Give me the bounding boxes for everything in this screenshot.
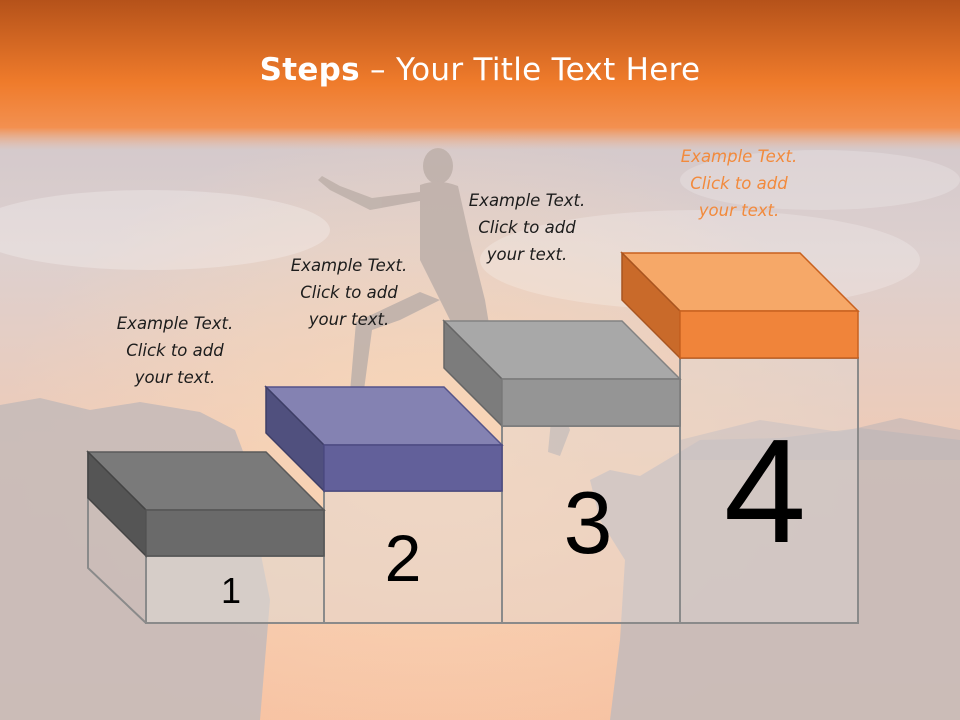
step-3-text-line: Example Text. — [468, 191, 586, 210]
step-3-text-line: Click to add — [478, 218, 576, 237]
step-1-block[interactable] — [86, 450, 326, 558]
step-2-text-line: your text. — [308, 310, 390, 329]
step-1-text[interactable]: Example Text. Click to add your text. — [90, 310, 260, 391]
step-2-text-line: Click to add — [300, 283, 398, 302]
title-bold: Steps — [259, 52, 360, 88]
step-1-box[interactable] — [145, 555, 325, 624]
step-4-number: 4 — [723, 409, 807, 574]
step-1-text-line: your text. — [134, 368, 216, 387]
step-4-text-line: your text. — [698, 201, 780, 220]
step-1-text-line: Click to add — [126, 341, 224, 360]
step-1-number: 1 — [220, 570, 242, 611]
step-2-text-line: Example Text. — [290, 256, 408, 275]
step-2-block[interactable] — [264, 385, 504, 493]
step-4-box[interactable] — [679, 357, 859, 624]
step-4-text[interactable]: Example Text. Click to add your text. — [654, 143, 824, 224]
page-title[interactable]: Steps – Your Title Text Here — [0, 52, 960, 88]
step-1-text-line: Example Text. — [116, 314, 234, 333]
step-3-box[interactable] — [501, 425, 681, 624]
title-rest: – Your Title Text Here — [359, 52, 701, 88]
step-3-text-line: your text. — [486, 245, 568, 264]
step-4-text-line: Click to add — [690, 174, 788, 193]
step-3-number: 3 — [563, 473, 613, 572]
step-3-block[interactable] — [442, 319, 682, 428]
step-3-text[interactable]: Example Text. Click to add your text. — [442, 187, 612, 268]
step-2-number: 2 — [384, 521, 422, 595]
step-4-text-line: Example Text. — [680, 147, 798, 166]
step-2-text[interactable]: Example Text. Click to add your text. — [264, 252, 434, 333]
step-4-block[interactable] — [620, 251, 860, 360]
